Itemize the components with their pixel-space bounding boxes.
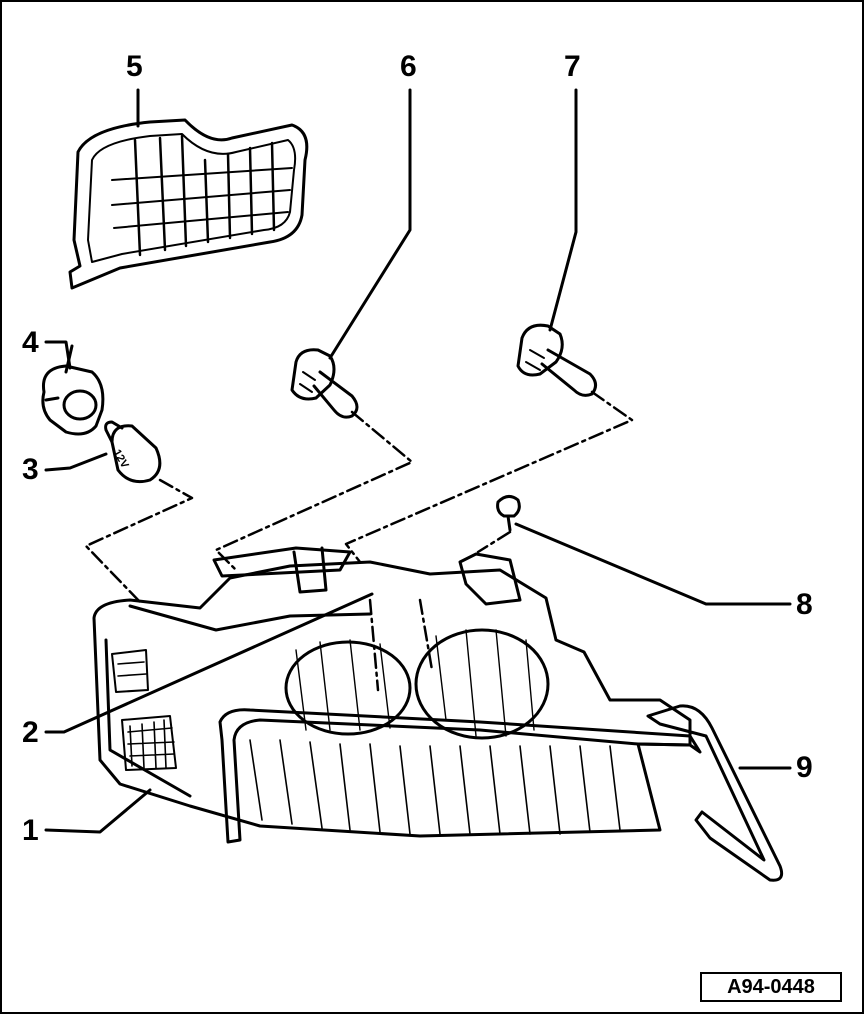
part-5-cover-cap [68,118,309,290]
part-6-bulb [290,348,359,419]
part-4-bulb-holder [41,344,105,436]
leader-1 [44,788,152,834]
assembly-lines [84,390,634,692]
leader-7 [548,88,578,332]
callout-2: 2 [22,716,39,749]
leader-lines [44,88,792,834]
part-3-bulb [104,420,162,484]
part-1-headlight-housing [92,546,692,838]
callout-6: 6 [400,50,417,83]
leader-3 [44,452,108,472]
callout-3: 3 [22,453,39,486]
leader-8 [514,522,792,606]
part-9-seal [218,704,784,882]
leader-6 [328,88,412,360]
leader-2 [44,592,374,734]
callout-4: 4 [22,326,39,359]
callout-9: 9 [796,751,813,784]
reference-code-box: A94-0448 [700,972,842,1002]
part-8-screw [496,495,521,532]
leader-4 [44,340,72,370]
callout-7: 7 [564,50,581,83]
callout-1: 1 [22,814,39,847]
callout-8: 8 [796,588,813,621]
callout-5: 5 [126,50,143,83]
part-7-bulb [516,323,597,397]
